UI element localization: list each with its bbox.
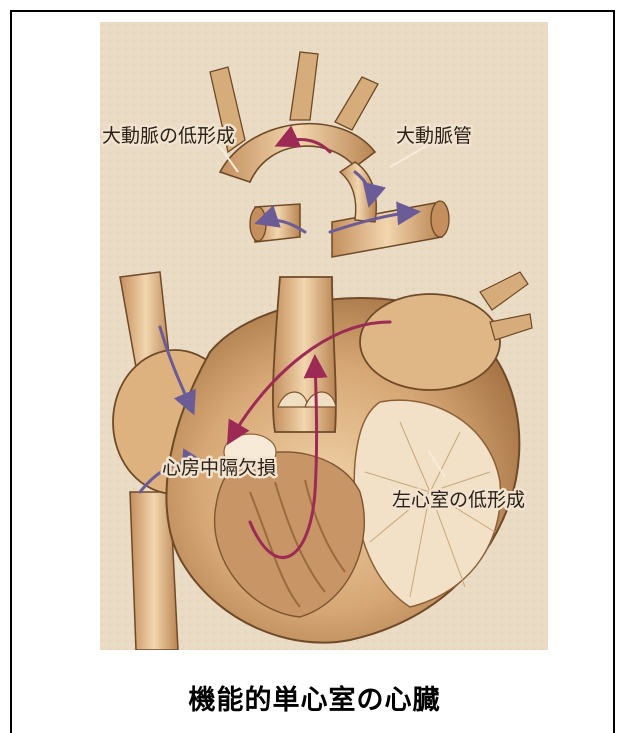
label-left-ventricle-hypoplasia-group: 左心室の低形成 左心室の低形成: [392, 489, 525, 511]
label-atrial-septal-defect: 心房中隔欠損: [162, 457, 276, 479]
label-left-ventricle-hypoplasia: 左心室の低形成: [392, 489, 525, 511]
label-aortic-hypoplasia-group: 大動脈の低形成 大動脈の低形成: [102, 125, 235, 147]
pulmonary-branch-end: [431, 201, 449, 237]
heart-illustration: 大動脈の低形成 大動脈の低形成 大動脈管 大動脈管 心房中隔欠損 心房中隔欠損 …: [100, 22, 548, 650]
label-aortic-hypoplasia: 大動脈の低形成: [102, 125, 235, 147]
figure-caption: 機能的単心室の心臓: [0, 678, 629, 717]
pulmonary-branch-left-end: [250, 207, 266, 241]
label-ductus-arteriosus-group: 大動脈管 大動脈管: [396, 125, 472, 147]
left-atrium: [360, 294, 500, 390]
label-atrial-septal-defect-group: 心房中隔欠損 心房中隔欠損: [162, 457, 276, 479]
label-ductus-arteriosus: 大動脈管: [396, 125, 472, 147]
